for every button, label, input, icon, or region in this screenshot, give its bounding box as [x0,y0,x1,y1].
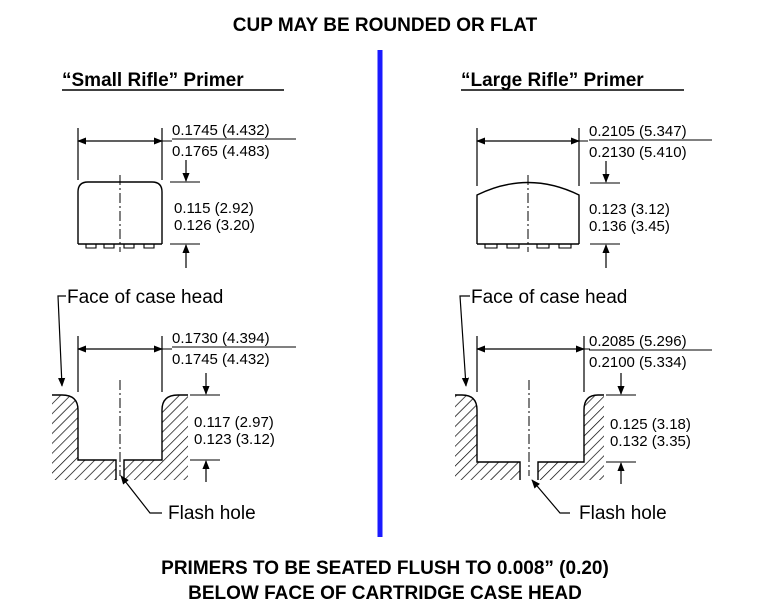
large-face-leader [459,295,470,387]
large-rifle-title: “Large Rifle” Primer [461,70,644,91]
large-pocket-depth-max: 0.132 (3.35) [610,433,691,450]
small-pocket-depth-max: 0.123 (3.12) [194,431,275,448]
large-flash-label: Flash hole [579,503,667,524]
small-flash-leader [120,475,162,514]
small-cup-height-min: 0.115 (2.92) [174,200,254,217]
small-primer-cup [77,128,200,268]
small-cup-width-max: 0.1765 (4.483) [172,143,270,160]
small-pocket-depth-min: 0.117 (2.97) [194,414,274,431]
small-face-label: Face of case head [67,287,223,308]
large-rifle-panel: “Large Rifle” Primer 0.2105 (5.347) 0.21… [455,70,712,524]
small-cup-height-max: 0.126 (3.20) [174,217,255,234]
large-cup-width-min: 0.2105 (5.347) [589,123,687,140]
small-rifle-panel: “Small Rifle” Primer 0.1745 (4.432) 0.17… [52,70,296,524]
large-cup-height-min: 0.123 (3.12) [589,201,670,218]
large-face-label: Face of case head [471,287,627,308]
large-flash-leader [531,479,570,514]
small-pocket-width-max: 0.1745 (4.432) [172,351,270,368]
large-cup-height-max: 0.136 (3.45) [589,218,670,235]
small-cup-width-min: 0.1745 (4.432) [172,122,270,139]
large-primer-pocket [455,336,636,484]
small-rifle-title: “Small Rifle” Primer [62,70,244,91]
large-primer-cup [476,128,620,268]
large-pocket-depth-min: 0.125 (3.18) [610,416,691,433]
large-cup-width-max: 0.2130 (5.410) [589,144,687,161]
page-title: CUP MAY BE ROUNDED OR FLAT [233,15,538,36]
small-face-leader [57,295,66,387]
large-pocket-width-min: 0.2085 (5.296) [589,333,687,350]
small-flash-label: Flash hole [168,503,256,524]
footer-line-2: BELOW FACE OF CARTRIDGE CASE HEAD [188,583,582,604]
small-pocket-width-min: 0.1730 (4.394) [172,330,270,347]
large-pocket-width-max: 0.2100 (5.334) [589,354,687,371]
footer-line-1: PRIMERS TO BE SEATED FLUSH TO 0.008” (0.… [161,558,609,579]
small-primer-pocket [52,336,220,482]
